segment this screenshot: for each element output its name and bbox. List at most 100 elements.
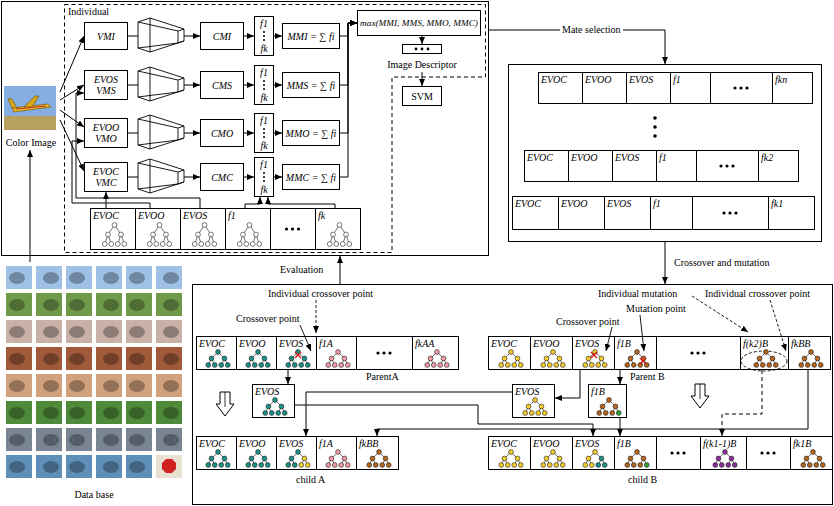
tree-node [431, 363, 436, 368]
tree-icon [326, 350, 350, 368]
thumbnail-object [129, 299, 145, 311]
thumbnail-object [43, 326, 59, 338]
connector [76, 93, 200, 208]
ellipsis-dot [722, 211, 725, 214]
tree-node [302, 456, 307, 461]
ellipsis-dot [739, 86, 742, 89]
tree-node [814, 463, 819, 468]
tree-node [628, 356, 633, 361]
cell-label: f1 [653, 198, 661, 209]
tree-node [767, 363, 772, 368]
tree-icon [523, 398, 547, 416]
tree-node [541, 463, 546, 468]
cell-label: EVOC [491, 338, 517, 349]
tree-node [216, 350, 221, 355]
panel: IndividualVMICMIf1fkMMI = ∑ fiEVOSVMSCMS… [1, 1, 489, 256]
tree-node [305, 363, 310, 368]
thumbnail-object [163, 434, 179, 446]
node-label: MMO = ∑ fi [286, 128, 337, 139]
tree-node [515, 456, 520, 461]
cell-label: fk [318, 210, 325, 221]
tree-node [499, 363, 504, 368]
feature-label: fk [260, 140, 267, 151]
process-box: EVOOVMO [84, 118, 128, 148]
thumbnail [66, 293, 92, 316]
node-label: MMS = ∑ fi [287, 80, 336, 91]
thumbnail-object [163, 272, 179, 284]
thumbnail-ground [156, 293, 182, 316]
ellipsis-dot [760, 451, 763, 454]
thumbnail-object [9, 272, 25, 284]
tree-node [225, 463, 230, 468]
thumbnail-object [69, 407, 85, 419]
thumbnail-ground [96, 374, 122, 397]
process-box: CMO [200, 119, 244, 147]
tree-cell: fkAA [412, 336, 459, 370]
tree-node [252, 463, 257, 468]
tree-icon [246, 350, 270, 368]
tree-node [299, 463, 304, 468]
tree-node [799, 363, 804, 368]
tree-cell: fkBB [356, 436, 399, 470]
thumbnail-ground [96, 401, 122, 424]
pyramid [138, 18, 265, 52]
process-box: CMC [200, 163, 244, 191]
tree-node [266, 404, 271, 409]
vertical-dots [263, 39, 265, 41]
cell-border [747, 437, 791, 470]
tree-cell: f1 [656, 150, 697, 182]
tree-icon [367, 450, 391, 468]
cell-label: fkBB [791, 338, 810, 349]
thumbnail-ground [66, 428, 92, 451]
tree-node [265, 363, 270, 368]
tree-node [641, 456, 646, 461]
thumbnail-object [69, 434, 85, 446]
thumbnail-object [69, 272, 85, 284]
pyramid-edge [138, 119, 178, 128]
tree-cell: EVOS [512, 384, 555, 418]
cell-label: EVOS [615, 152, 639, 163]
tree-node [607, 398, 612, 403]
feature-label: fk [260, 92, 267, 103]
ellipsis-cell [271, 209, 316, 250]
cell-label: f1 [228, 210, 236, 221]
connector [288, 370, 289, 384]
tree-cell: fk2 [758, 150, 799, 182]
vertical-dots [263, 128, 265, 130]
tree-node [754, 363, 759, 368]
thumbnail [36, 455, 62, 478]
edge-label: Mate selection [560, 24, 623, 35]
tree-node [613, 404, 618, 409]
tree-node [273, 398, 278, 403]
leader-line [770, 300, 786, 351]
leader-line [692, 296, 748, 332]
cell-border [711, 73, 773, 104]
ellipsis-cell [697, 151, 759, 182]
thumbnail-ground [36, 401, 62, 424]
tree-cell: EVOS [612, 150, 657, 182]
tree-cell: EVOS [572, 336, 615, 370]
node-label: VMI [97, 31, 115, 42]
ellipsis-dot [376, 351, 379, 354]
tree-node [512, 363, 517, 368]
node-label: VMC [95, 177, 116, 188]
connector [489, 30, 665, 64]
tree-node [206, 363, 211, 368]
tree-icon [102, 223, 126, 247]
thumbnail-object [163, 407, 179, 419]
thumbnail [126, 401, 152, 424]
tree-node [209, 232, 214, 237]
leader-line [300, 296, 786, 351]
tree-cell: f1 [225, 208, 271, 250]
tree-node [192, 242, 197, 247]
cell-label: EVOS [575, 438, 599, 449]
tree-node [212, 463, 217, 468]
crossover-mark [640, 358, 646, 364]
thumbnail-object [103, 461, 119, 473]
annotation: ParentA [366, 371, 399, 382]
cell-label: fk1 [771, 198, 783, 209]
tree-node [729, 456, 734, 461]
connector [274, 36, 282, 37]
thumbnail-object [103, 353, 119, 365]
tree-cell: EVOC [488, 336, 531, 370]
